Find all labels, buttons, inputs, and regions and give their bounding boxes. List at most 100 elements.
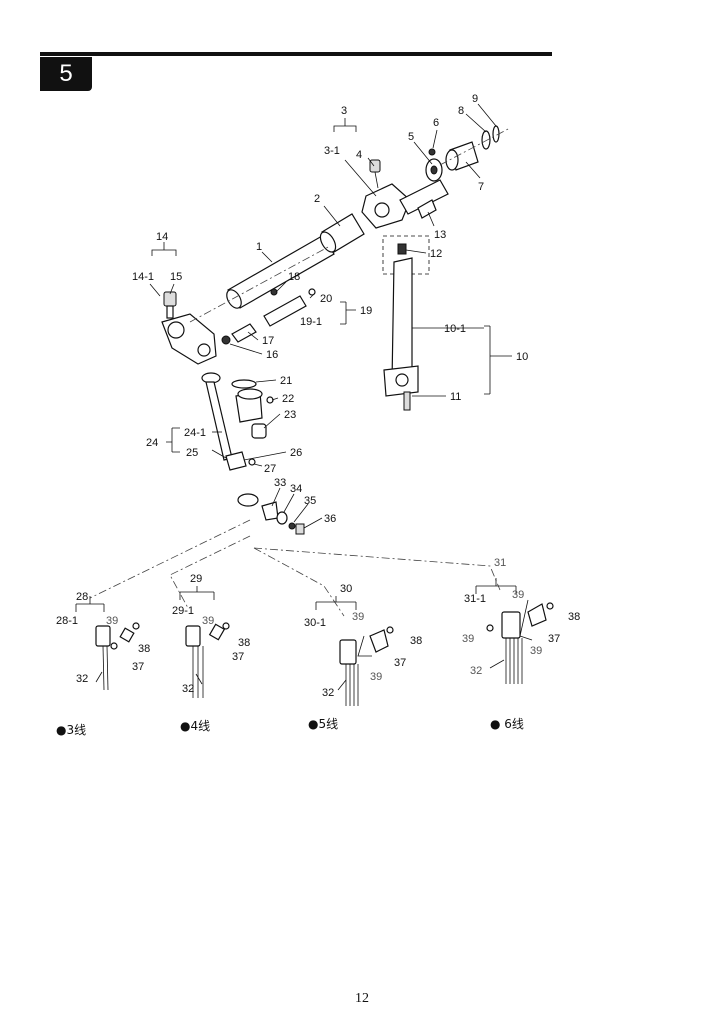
variant-part-label: 39 xyxy=(352,611,364,623)
variant-group-label: 28 xyxy=(76,591,88,603)
part-17 xyxy=(231,323,257,343)
callout-9: 9 xyxy=(472,93,478,105)
variant-group-label: 29 xyxy=(190,573,202,585)
collar-5 xyxy=(425,158,443,182)
callout-5: 5 xyxy=(408,131,414,143)
variant-5-labels: 30 30-1 39 38 37 39 32 ●5线 xyxy=(304,583,422,731)
variant-part-label: 37 xyxy=(232,651,244,663)
crank-14-1 xyxy=(161,313,217,365)
callout-19-1: 19-1 xyxy=(300,316,322,328)
callout-24-1: 24-1 xyxy=(184,427,206,439)
variant-group-label: 30 xyxy=(340,583,352,595)
part-34 xyxy=(276,511,288,525)
callout-labels: 1 2 3 3-1 4 5 6 7 8 9 10 10-1 11 12 13 1… xyxy=(132,93,528,525)
cylinder-21 xyxy=(231,379,263,423)
part-35 xyxy=(288,522,296,530)
variant-sub-label: 29-1 xyxy=(172,605,194,617)
header-rule xyxy=(40,52,552,56)
callout-18: 18 xyxy=(288,271,300,283)
variant-4-labels: 29 29-1 39 38 37 32 ●4线 xyxy=(172,573,250,733)
callout-4: 4 xyxy=(356,149,362,161)
part-16 xyxy=(221,335,231,345)
variant-part-label: 32 xyxy=(182,683,194,695)
callout-14-1: 14-1 xyxy=(132,271,154,283)
callout-11: 11 xyxy=(450,391,461,403)
callout-3-1: 3-1 xyxy=(324,145,340,157)
screw-15 xyxy=(163,291,177,319)
screw-36 xyxy=(295,523,305,535)
variant-part-label: 32 xyxy=(76,673,88,685)
callout-8: 8 xyxy=(458,105,464,117)
bushing-2 xyxy=(319,213,365,253)
screw-4 xyxy=(369,159,381,189)
bracket-33 xyxy=(237,493,279,521)
bearing-7 xyxy=(445,141,479,171)
shaft-24-1 xyxy=(201,372,233,461)
variant-part-label: 39 xyxy=(512,589,524,601)
callout-12: 12 xyxy=(430,248,442,260)
callout-34: 34 xyxy=(290,483,302,495)
bolt-11 xyxy=(403,391,411,411)
variant-caption: ●3线 xyxy=(56,723,86,737)
variant-5-assembly xyxy=(339,626,394,706)
variant-part-label: 39 xyxy=(530,645,542,657)
part-23 xyxy=(251,423,267,439)
main-shaft xyxy=(226,235,335,309)
variant-part-label: 38 xyxy=(410,635,422,647)
callout-23: 23 xyxy=(284,409,296,421)
callout-6: 6 xyxy=(433,117,439,129)
variant-part-label: 39 xyxy=(202,615,214,627)
callout-24: 24 xyxy=(146,437,158,449)
variant-3-assembly xyxy=(95,622,140,691)
variant-6-labels: 31 31-1 39 38 39 37 39 32 ● 6线 xyxy=(462,557,580,731)
variant-part-label: 39 xyxy=(462,633,474,645)
callout-33: 33 xyxy=(274,477,286,489)
callout-10: 10 xyxy=(516,351,528,363)
connecting-rod-10-1 xyxy=(382,235,430,397)
section-number-badge: 5 xyxy=(40,57,92,91)
callout-19: 19 xyxy=(360,305,372,317)
pin-19-1 xyxy=(263,295,307,327)
crank-3-1 xyxy=(361,179,449,229)
pin-13 xyxy=(417,199,437,219)
part-18 xyxy=(270,288,278,296)
callout-3: 3 xyxy=(341,105,347,117)
screw-6 xyxy=(428,148,436,156)
variant-part-label: 38 xyxy=(138,643,150,655)
variant-group-label: 31 xyxy=(494,557,506,569)
callout-15: 15 xyxy=(170,271,182,283)
callout-26: 26 xyxy=(290,447,302,459)
variant-4-assembly xyxy=(185,622,230,698)
callout-14: 14 xyxy=(156,231,168,243)
variant-part-label: 37 xyxy=(548,633,560,645)
callout-20: 20 xyxy=(320,293,332,305)
variant-part-label: 38 xyxy=(238,637,250,649)
callout-17: 17 xyxy=(262,335,274,347)
variant-part-label: 32 xyxy=(322,687,334,699)
part-20 xyxy=(308,288,316,296)
callout-25: 25 xyxy=(186,447,198,459)
callout-13: 13 xyxy=(434,229,446,241)
variant-sub-label: 30-1 xyxy=(304,617,326,629)
variant-part-label: 37 xyxy=(394,657,406,669)
callout-35: 35 xyxy=(304,495,316,507)
callout-22: 22 xyxy=(282,393,294,405)
part-27 xyxy=(248,458,256,466)
variant-sub-label: 31-1 xyxy=(464,593,486,605)
callout-7: 7 xyxy=(478,181,484,193)
variant-part-label: 39 xyxy=(370,671,382,683)
callout-21: 21 xyxy=(280,375,292,387)
variant-sub-label: 28-1 xyxy=(56,615,78,627)
page-number: 12 xyxy=(355,991,369,1006)
variant-part-label: 39 xyxy=(106,615,118,627)
variant-part-label: 37 xyxy=(132,661,144,673)
variant-caption: ● 6线 xyxy=(490,717,524,731)
callout-27: 27 xyxy=(264,463,276,475)
variant-caption: ●4线 xyxy=(180,719,210,733)
variant-part-label: 38 xyxy=(568,611,580,623)
block-25 xyxy=(225,451,247,471)
variant-caption: ●5线 xyxy=(308,717,338,731)
variant-6-assembly xyxy=(486,602,554,684)
callout-2: 2 xyxy=(314,193,320,205)
